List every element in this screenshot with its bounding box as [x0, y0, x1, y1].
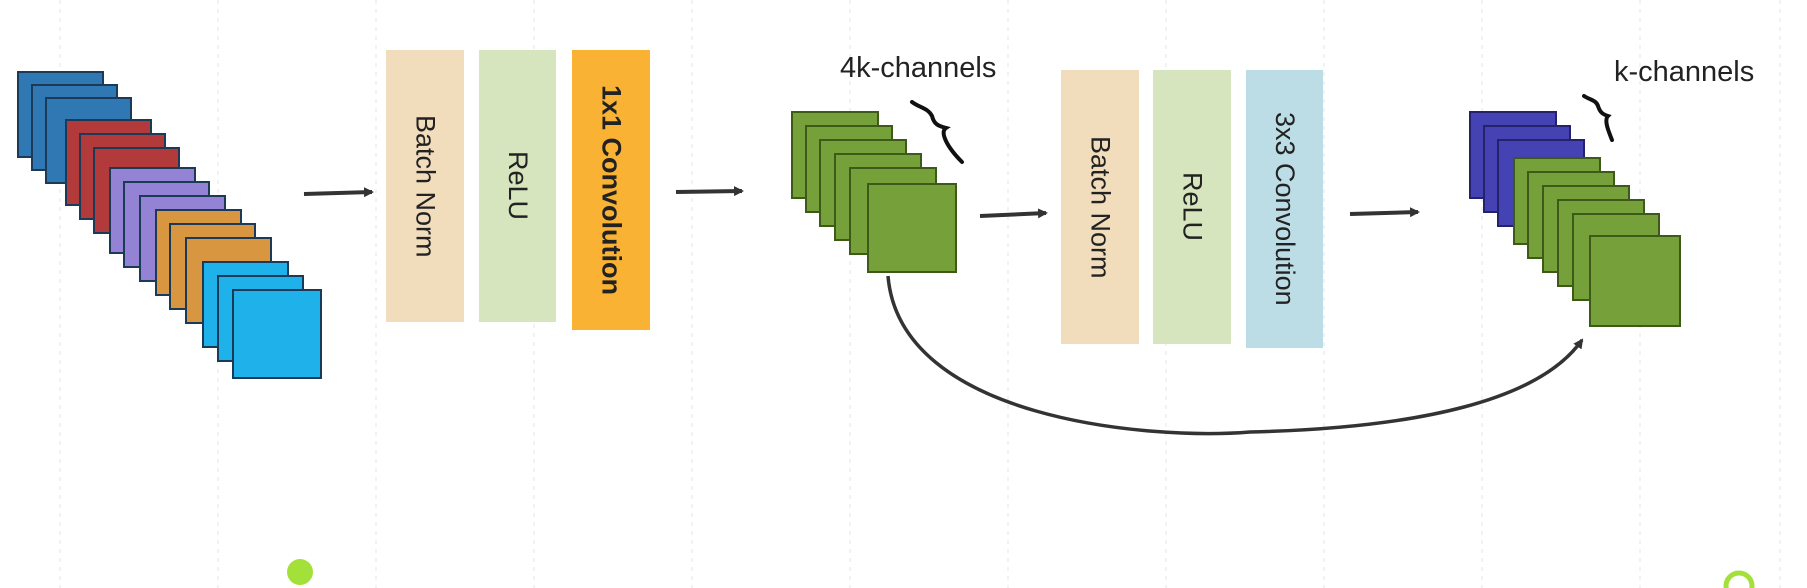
accent-dot — [287, 559, 313, 585]
intermediate-feature-stack — [791, 111, 957, 273]
relu-block-1: ReLU — [479, 50, 556, 322]
relu-label-2: ReLU — [1177, 172, 1208, 242]
channels-label-4k: 4k-channels — [840, 52, 997, 84]
relu-label-1: ReLU — [503, 151, 533, 221]
arrow-stage1-to-features — [675, 186, 744, 197]
input-feature-stack — [17, 71, 322, 379]
batch-norm-block-1: Batch Norm — [386, 50, 464, 322]
arrow-features-to-stage2 — [979, 208, 1048, 219]
intermediate-feature-map — [867, 183, 957, 273]
batch-norm-block-2: Batch Norm — [1061, 70, 1139, 344]
arrow-stage2-to-output — [1349, 207, 1420, 218]
channels-label-k: k-channels — [1614, 56, 1755, 88]
conv-1x1-label: 1x1 Convolution — [596, 84, 627, 295]
brace-k-channels — [1582, 94, 1614, 142]
batch-norm-label-2: Batch Norm — [1085, 135, 1116, 279]
brace-4k-channels — [910, 100, 964, 164]
accent-ring — [1723, 570, 1755, 588]
conv-1x1-block: 1x1 Convolution — [572, 50, 650, 330]
background-grid — [59, 0, 1781, 588]
output-feature-map — [1589, 235, 1681, 327]
conv-3x3-label: 3x3 Convolution — [1270, 112, 1300, 306]
skip-connection-arrow — [886, 275, 1584, 436]
batch-norm-label-1: Batch Norm — [410, 114, 441, 258]
output-feature-stack — [1469, 111, 1681, 327]
conv-3x3-block: 3x3 Convolution — [1246, 70, 1323, 348]
arrow-input-to-stage1 — [303, 187, 374, 198]
input-feature-map — [232, 289, 322, 379]
relu-block-2: ReLU — [1153, 70, 1231, 344]
